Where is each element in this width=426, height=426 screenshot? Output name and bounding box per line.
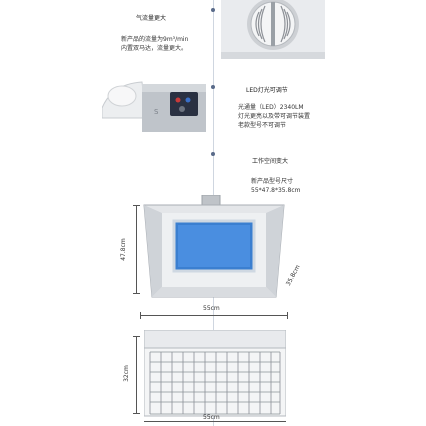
section-1-line-2: 内置双马达，流量更大。 xyxy=(121,45,188,52)
section-2-line-2: 灯光更亮以及带可调节装置 xyxy=(238,113,311,120)
twin-fan-icon xyxy=(221,0,325,59)
width-dim-line xyxy=(140,315,288,316)
section-2-title: LED灯光可调节 xyxy=(246,87,288,94)
section-1-line-1: 新产品的流量为9m³/min xyxy=(121,36,189,43)
width-label: 55cm xyxy=(203,305,220,312)
section-2-line-3: 老款型号不可调节 xyxy=(238,122,287,129)
section-1-title: 气流量更大 xyxy=(136,15,167,22)
control-panel-image: S xyxy=(101,78,206,135)
width2-dim-line xyxy=(144,421,286,422)
folded-booth-grid-icon xyxy=(143,329,287,417)
booth-folded-image xyxy=(143,329,287,418)
height-label: 47.8cm xyxy=(119,238,127,261)
control-panel-icon: S xyxy=(101,78,206,135)
section-3-line-1: 新产品型号尺寸 xyxy=(251,178,294,185)
height2-label: 32cm xyxy=(122,365,130,382)
timeline-dot-1 xyxy=(211,8,215,12)
timeline-dot-2 xyxy=(211,85,215,89)
height2-dim-line xyxy=(136,336,137,414)
section-3-line-2: 55*47.8*35.8cm xyxy=(251,187,301,194)
height-dim-line xyxy=(136,205,137,293)
booth-front-image xyxy=(140,194,288,305)
timeline-dot-3 xyxy=(211,152,215,156)
fan-image xyxy=(221,0,325,59)
svg-text:S: S xyxy=(154,108,159,116)
spray-booth-icon xyxy=(143,194,285,298)
width2-label: 55cm xyxy=(203,414,220,421)
section-3-title: 工作空间变大 xyxy=(252,158,289,165)
section-2-line-1: 光通量（LED）2340LM xyxy=(238,104,304,111)
